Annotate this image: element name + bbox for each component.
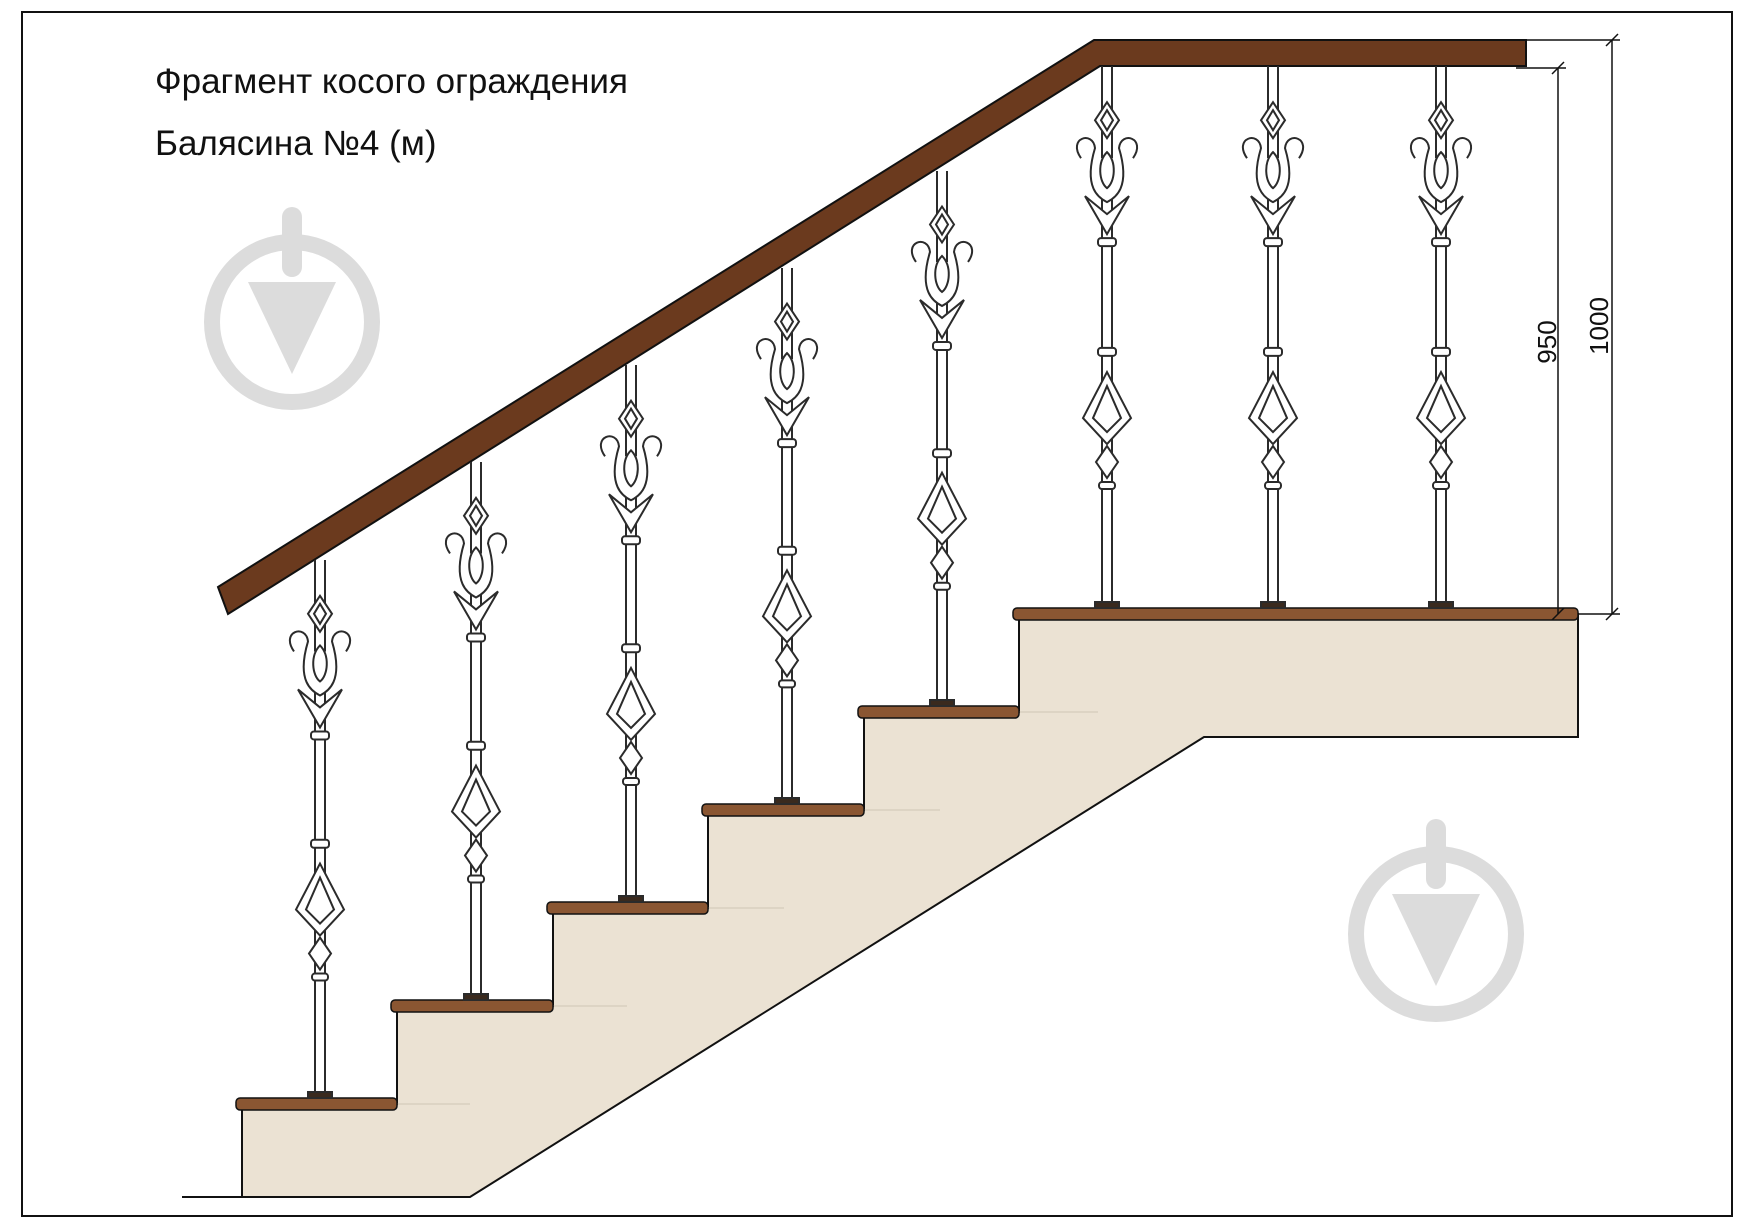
dimension-1000 xyxy=(1526,33,1620,621)
watermark-logo-right xyxy=(1348,819,1524,1022)
baluster xyxy=(910,171,974,707)
step-tread-4 xyxy=(701,803,865,817)
baluster xyxy=(1409,66,1473,609)
step-tread-1 xyxy=(235,1097,398,1111)
dimension-950 xyxy=(1516,61,1566,621)
drawing-frame xyxy=(21,11,1733,1217)
stair-stringer xyxy=(241,613,1579,1198)
baluster xyxy=(288,560,352,1099)
handrail xyxy=(216,39,1527,616)
baluster xyxy=(444,462,508,1001)
baluster xyxy=(755,268,819,805)
drawing-title: Фрагмент косого ограждения xyxy=(155,62,628,101)
baluster xyxy=(1241,66,1305,609)
step-tread-3 xyxy=(546,901,709,915)
step-tread-6-landing xyxy=(1012,607,1579,621)
baluster xyxy=(1075,66,1139,609)
dimension-label-950: 950 xyxy=(1532,320,1562,363)
step-tread-2 xyxy=(390,999,554,1013)
baluster xyxy=(599,365,663,903)
watermark-logo-left xyxy=(204,207,380,410)
dimension-label-1000: 1000 xyxy=(1584,297,1614,355)
step-tread-5 xyxy=(857,705,1020,719)
drawing-subtitle: Балясина №4 (м) xyxy=(155,124,437,163)
balusters xyxy=(288,66,1473,1099)
stringer-guides xyxy=(397,711,1098,1105)
